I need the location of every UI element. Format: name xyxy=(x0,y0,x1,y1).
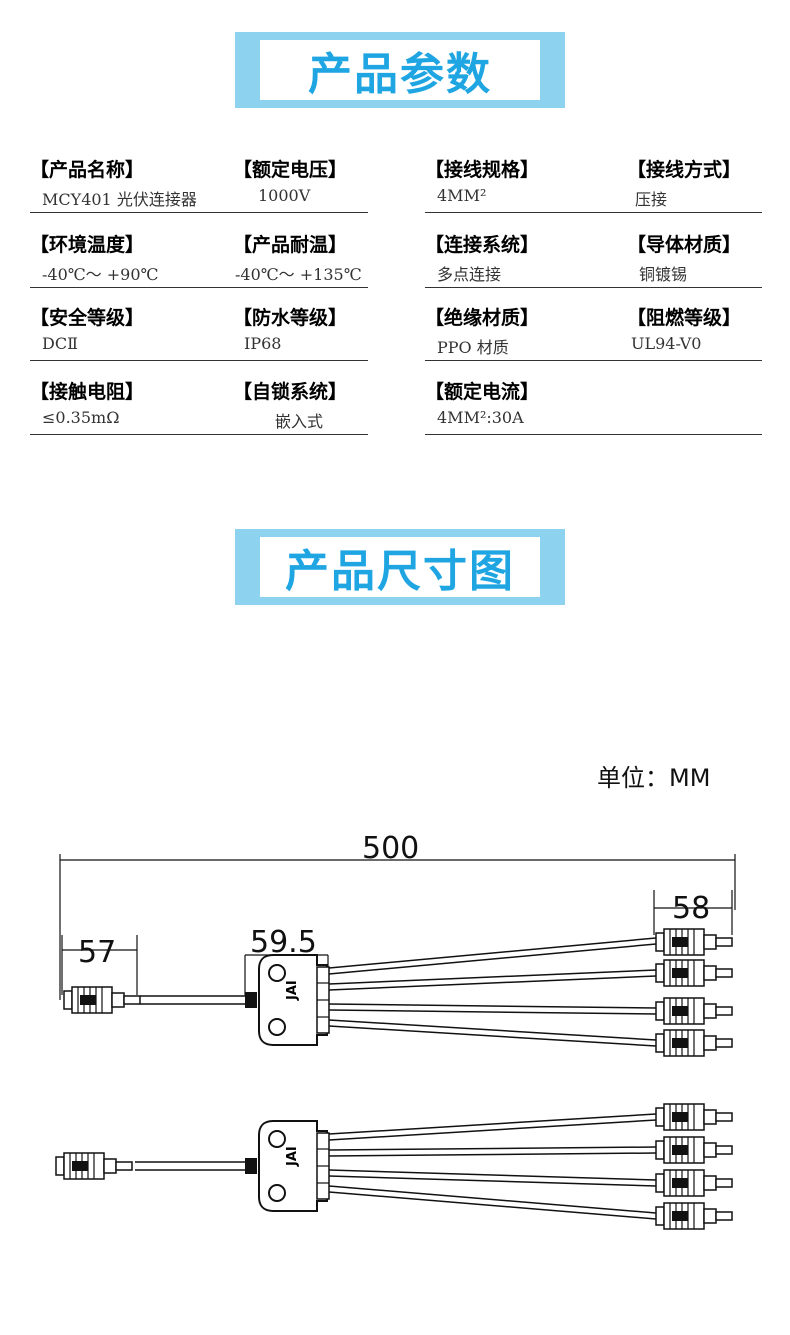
spec-label: 【接线方式】 xyxy=(627,159,742,181)
spec-label: 【连接系统】 xyxy=(425,234,540,256)
spec-label: 【接触电阻】 xyxy=(30,381,145,403)
spec-label: 【自锁系统】 xyxy=(233,381,348,403)
spec-row: 【额定电流】 4MM²:30A xyxy=(425,377,762,435)
unit-label: 单位：MM xyxy=(597,764,711,792)
body-mark: JAI xyxy=(285,980,300,1001)
section-banner-params: 产品参数 xyxy=(235,32,565,108)
spec-row: 【连接系统】 多点连接 【导体材质】 铜镀锡 xyxy=(425,230,762,288)
branch-cables xyxy=(328,1113,657,1220)
spec-value: 多点连接 xyxy=(437,265,502,284)
section-title-params: 产品参数 xyxy=(260,40,540,100)
spec-row: 【绝缘材质】 PPO 材质 【阻燃等级】 UL94-V0 xyxy=(425,303,762,361)
spec-value: IP68 xyxy=(244,334,282,353)
output-connector xyxy=(655,1169,733,1197)
section-title-dimensions: 产品尺寸图 xyxy=(260,537,540,597)
spec-label: 【产品耐温】 xyxy=(233,234,348,256)
spec-label: 【阻燃等级】 xyxy=(627,307,742,329)
output-connector xyxy=(655,959,733,987)
spec-value: 1000V xyxy=(258,186,311,205)
spec-value: MCY401 光伏连接器 xyxy=(42,190,197,209)
dimension-left-connector: 57 xyxy=(78,935,116,970)
input-connector xyxy=(55,1152,133,1180)
spec-value: PPO 材质 xyxy=(437,338,509,357)
input-connector xyxy=(63,986,141,1014)
output-connector xyxy=(655,1103,733,1131)
dimension-right-connector: 58 xyxy=(672,891,710,926)
branch-cables xyxy=(328,937,657,1047)
spec-row: 【环境温度】 -40℃～ +90℃ 【产品耐温】 -40℃～ +135℃ xyxy=(30,230,368,288)
dimension-lines xyxy=(59,854,736,1000)
output-connector xyxy=(655,997,733,1025)
output-connector xyxy=(655,928,733,956)
body-mark: JAI xyxy=(285,1146,300,1167)
cable-gland xyxy=(245,1158,257,1174)
spec-label: 【接线规格】 xyxy=(425,159,540,181)
spec-value: 嵌入式 xyxy=(275,412,324,431)
spec-label: 【额定电压】 xyxy=(233,159,348,181)
spec-value: -40℃～ +90℃ xyxy=(42,265,159,284)
spec-label: 【绝缘材质】 xyxy=(425,307,540,329)
spec-row: 【安全等级】 DCⅡ 【防水等级】 IP68 xyxy=(30,303,368,361)
spec-label: 【防水等级】 xyxy=(233,307,348,329)
spec-label: 【环境温度】 xyxy=(30,234,145,256)
spec-row: 【接触电阻】 ≤0.35mΩ 【自锁系统】 嵌入式 xyxy=(30,377,368,435)
spec-label: 【产品名称】 xyxy=(30,159,145,181)
spec-row: 【产品名称】 MCY401 光伏连接器 【额定电压】 1000V xyxy=(30,155,368,213)
spec-value: 铜镀锡 xyxy=(639,265,688,284)
spec-value: 4MM² xyxy=(437,186,487,205)
upper-assembly: JAI xyxy=(63,928,733,1057)
spec-row: 【接线规格】 4MM² 【接线方式】 压接 xyxy=(425,155,762,213)
spec-value: 压接 xyxy=(635,190,668,209)
output-connector xyxy=(655,1029,733,1057)
output-connector xyxy=(655,1136,733,1164)
spec-value: 4MM²:30A xyxy=(437,408,524,427)
cable-gland xyxy=(245,992,257,1008)
dimension-drawing: 500 57 59.5 58 JAI JAI xyxy=(55,831,736,1230)
spec-label: 【额定电流】 xyxy=(425,381,540,403)
lower-assembly: JAI xyxy=(55,1103,733,1230)
spec-label: 【安全等级】 xyxy=(30,307,145,329)
spec-label: 【导体材质】 xyxy=(627,234,742,256)
dimension-total: 500 xyxy=(362,831,419,866)
spec-value: -40℃～ +135℃ xyxy=(235,265,362,284)
section-banner-dimensions: 产品尺寸图 xyxy=(235,529,565,605)
spec-value: UL94-V0 xyxy=(631,334,702,353)
spec-value: ≤0.35mΩ xyxy=(42,408,120,427)
spec-value: DCⅡ xyxy=(42,334,78,353)
output-connector xyxy=(655,1202,733,1230)
